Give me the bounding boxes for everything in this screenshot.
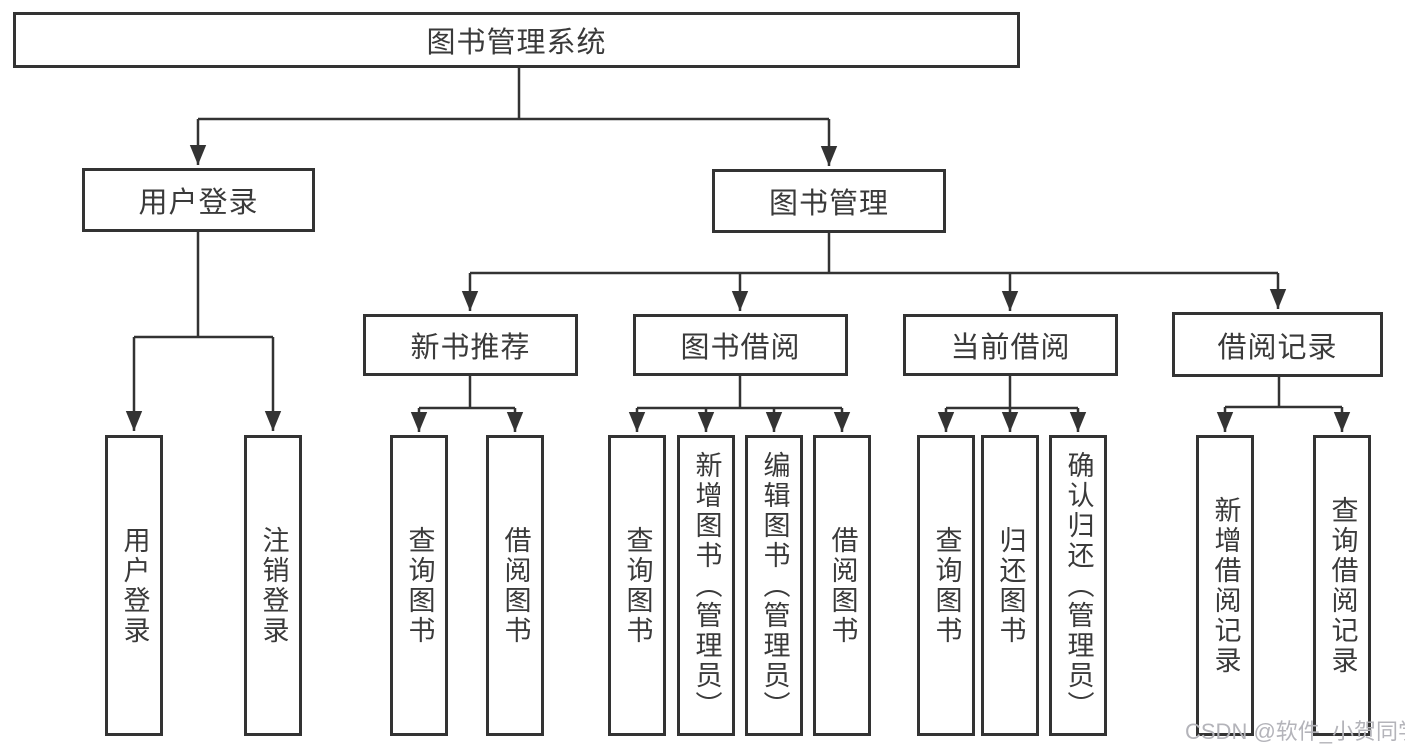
node-book-borrowing: 图书借阅 bbox=[633, 314, 848, 376]
node-borrowing-records: 借阅记录 bbox=[1172, 312, 1383, 377]
leaf-label: 归还图书 bbox=[995, 525, 1026, 646]
leaf-label: 查询图书 bbox=[622, 525, 653, 646]
node-label: 图书管理 bbox=[768, 188, 889, 220]
node-label: 新书推荐 bbox=[410, 332, 531, 364]
leaf-confirm-return-admin: 确认归还（管理员） bbox=[1049, 435, 1107, 736]
leaf-label: 编辑图书（管理员） bbox=[759, 450, 790, 721]
leaf-label: 新增图书（管理员） bbox=[691, 450, 722, 721]
leaf-search-books-current: 查询图书 bbox=[917, 435, 975, 736]
leaf-borrow-books-recommend: 借阅图书 bbox=[486, 435, 544, 736]
leaf-label: 新增借阅记录 bbox=[1210, 495, 1241, 676]
leaf-label: 注销登录 bbox=[258, 525, 289, 646]
leaf-borrow-books: 借阅图书 bbox=[813, 435, 871, 736]
node-library-management-system: 图书管理系统 bbox=[13, 12, 1020, 68]
node-label: 借阅记录 bbox=[1217, 331, 1338, 364]
leaf-search-books-recommend: 查询图书 bbox=[390, 435, 448, 736]
leaf-label: 查询图书 bbox=[404, 525, 435, 646]
leaf-logout: 注销登录 bbox=[244, 435, 302, 736]
connector-arrows bbox=[125, 119, 1351, 432]
node-label: 用户登录 bbox=[138, 187, 259, 219]
leaf-label: 查询图书 bbox=[931, 525, 962, 646]
leaf-add-borrow-record: 新增借阅记录 bbox=[1196, 435, 1254, 736]
leaf-search-borrow-record: 查询借阅记录 bbox=[1313, 435, 1371, 736]
node-label: 图书借阅 bbox=[680, 332, 801, 364]
node-new-book-recommendation: 新书推荐 bbox=[363, 314, 578, 376]
node-label: 当前借阅 bbox=[950, 332, 1071, 364]
leaf-search-books-borrow: 查询图书 bbox=[608, 435, 666, 736]
leaf-add-books-admin: 新增图书（管理员） bbox=[677, 435, 735, 736]
csdn-watermark: CSDN @软件_小贺同学 bbox=[1185, 719, 1405, 744]
leaf-return-books: 归还图书 bbox=[981, 435, 1039, 736]
leaf-edit-books-admin: 编辑图书（管理员） bbox=[745, 435, 803, 736]
leaf-label: 确认归还（管理员） bbox=[1063, 450, 1094, 721]
leaf-label: 查询借阅记录 bbox=[1327, 495, 1358, 676]
node-label: 图书管理系统 bbox=[426, 27, 607, 59]
leaf-label: 借阅图书 bbox=[827, 525, 858, 646]
leaf-user-login: 用户登录 bbox=[105, 435, 163, 736]
node-current-borrowing: 当前借阅 bbox=[903, 314, 1118, 376]
leaf-label: 借阅图书 bbox=[500, 525, 531, 646]
node-user-login: 用户登录 bbox=[82, 168, 315, 232]
leaf-label: 用户登录 bbox=[119, 525, 150, 646]
connector-elbows bbox=[134, 68, 1342, 410]
node-book-management: 图书管理 bbox=[712, 169, 946, 233]
